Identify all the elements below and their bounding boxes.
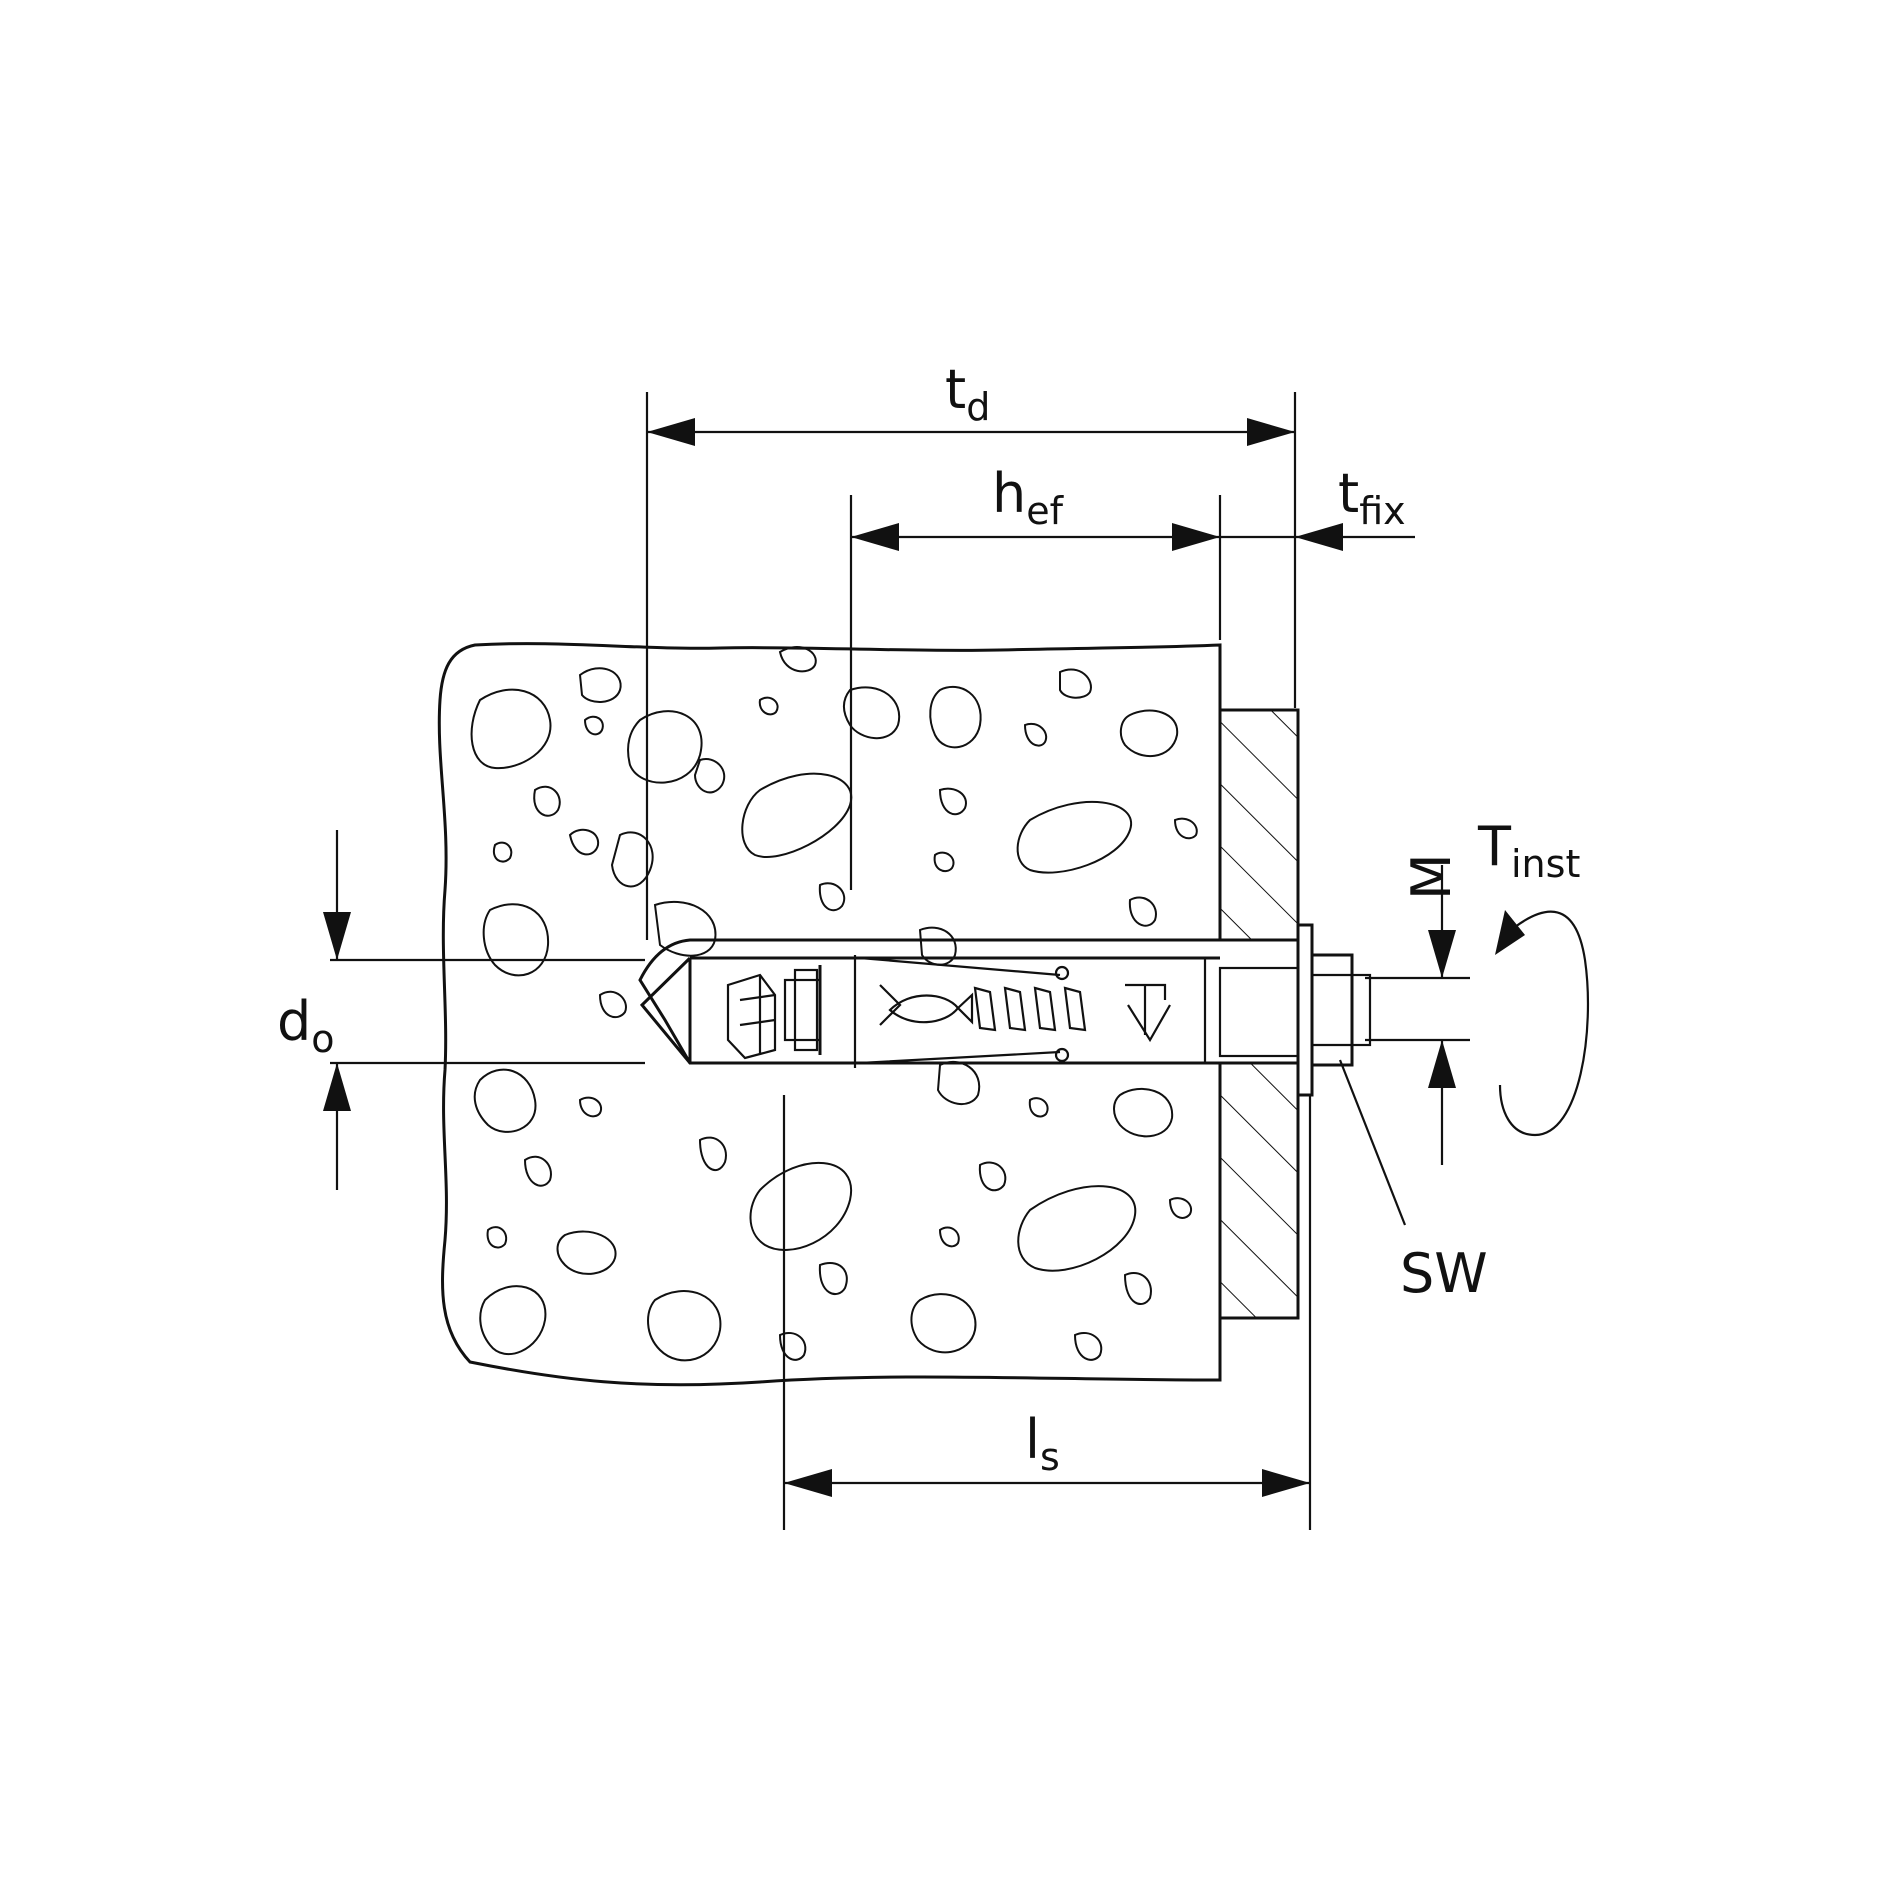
m-dimension: [1428, 865, 1456, 1165]
arrow-up-icon: [1428, 1040, 1456, 1088]
ls-label: ls: [1025, 1408, 1060, 1479]
do-dimension: [323, 830, 351, 1190]
drill-hole: [330, 958, 645, 1065]
fixture-plate: [1218, 708, 1300, 1320]
tinst-label: Tinst: [1477, 815, 1580, 886]
tfix-dimension: [1220, 523, 1415, 551]
td-dimension: [647, 418, 1295, 446]
arrow-right-icon: [1247, 418, 1295, 446]
arrow-up-icon: [323, 1063, 351, 1111]
tfix-label: tfix: [1338, 462, 1406, 533]
arrow-down-icon: [323, 912, 351, 960]
hef-label: hef: [992, 462, 1065, 533]
arrow-right-icon: [1172, 523, 1220, 551]
concrete-aggregate: [470, 646, 1198, 1362]
arrow-down-icon: [1428, 930, 1456, 978]
hef-dimension: [851, 523, 1220, 551]
ls-dimension: [784, 1469, 1310, 1497]
concrete-base: [437, 642, 1222, 1387]
arrow-left-icon: [647, 418, 695, 446]
sw-label: SW: [1400, 1242, 1488, 1305]
do-label: do: [277, 990, 335, 1061]
m-label: M: [1400, 853, 1463, 900]
torque-rotation-icon: [1495, 910, 1590, 1137]
arrow-left-icon: [1295, 523, 1343, 551]
arrow-left-icon: [851, 523, 899, 551]
sw-leader-line: [1338, 1059, 1407, 1226]
dimension-lines: [645, 392, 1470, 1530]
anchor-bolt: [639, 923, 1372, 1097]
td-label: td: [945, 358, 990, 429]
arrow-right-icon: [1262, 1469, 1310, 1497]
arrow-left-icon: [784, 1469, 832, 1497]
